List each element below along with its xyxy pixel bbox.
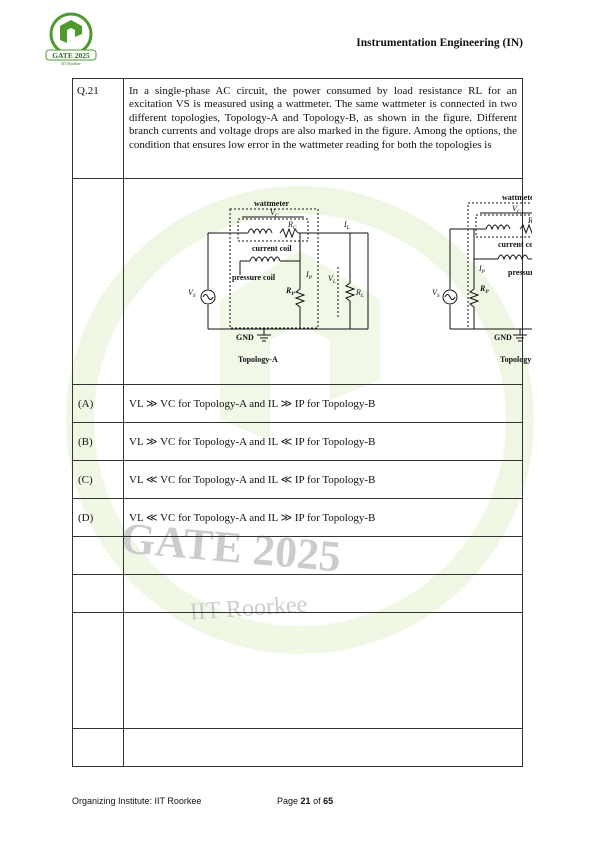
topology-b-label: Topology-B xyxy=(500,355,532,364)
empty-row xyxy=(72,574,523,613)
option-row[interactable]: (B) VL ≫ VC for Topology-A and IL ≪ IP f… xyxy=(72,422,523,461)
rc-label-b: RC xyxy=(527,216,532,227)
rl-resistor-a xyxy=(344,282,356,302)
footer-page-number: Page 21 of 65 xyxy=(277,796,334,806)
current-coil-a xyxy=(247,228,273,235)
paper-title: Instrumentation Engineering (IN) xyxy=(356,37,523,49)
empty-row xyxy=(72,536,523,575)
figure-label-cell xyxy=(72,178,124,385)
vs-label-a: VS xyxy=(188,288,196,299)
circuit-figure: wattmeter VC RC current coil pressure co… xyxy=(188,193,532,364)
logo-text: GATE 2025 xyxy=(52,51,90,60)
rl-label-a: RL xyxy=(355,288,364,299)
current-coil-box-a xyxy=(237,218,309,242)
rp-label-a: RP xyxy=(285,286,295,297)
vc-label-b: VC xyxy=(512,204,521,215)
gnd-label-a: GND xyxy=(236,333,254,342)
rp-resistor-a xyxy=(294,288,306,308)
topology-a-label: Topology-A xyxy=(238,355,278,364)
option-letter: (B) xyxy=(72,422,124,461)
rp-label-b: RP xyxy=(479,284,489,295)
option-text: VL ≫ VC for Topology-A and IL ≫ IP for T… xyxy=(123,384,523,423)
pressure-coil-label-a: pressure coil xyxy=(232,273,276,282)
rc-label-a: RC xyxy=(287,220,297,231)
question-stem: In a single-phase AC circuit, the power … xyxy=(129,85,517,151)
option-row[interactable]: (C) VL ≪ VC for Topology-A and IL ≪ IP f… xyxy=(72,460,523,499)
current-coil-box-b xyxy=(475,214,532,238)
option-row[interactable]: (D) VL ≪ VC for Topology-A and IL ≫ IP f… xyxy=(72,498,523,537)
option-letter: (C) xyxy=(72,460,124,499)
logo-subtext: IIT Roorkee xyxy=(61,61,81,66)
option-text: VL ≪ VC for Topology-A and IL ≫ IP for T… xyxy=(123,498,523,537)
rp-resistor-b xyxy=(468,288,480,308)
current-coil-label-a: current coil xyxy=(252,244,292,253)
gate-logo: GATE 2025 IIT Roorkee xyxy=(45,12,97,66)
vc-label-a: VC xyxy=(270,208,279,219)
empty-row xyxy=(72,728,523,767)
ip-label-a: IP xyxy=(305,270,313,281)
wattmeter-box-b xyxy=(467,202,532,330)
question-text: In a single-phase AC circuit, the power … xyxy=(123,78,523,179)
figure-cell: wattmeter VC RC current coil pressure co… xyxy=(123,178,532,385)
pressure-coil-a xyxy=(249,256,281,263)
ip-label-b: IP xyxy=(478,264,486,275)
vs-label-b: VS xyxy=(432,288,440,299)
source-vs-b xyxy=(442,289,458,305)
pressure-coil-label-b: pressure coil xyxy=(508,268,532,277)
question-number: Q.21 xyxy=(72,78,124,179)
source-vs-a xyxy=(200,289,216,305)
wattmeter-label-a: wattmeter xyxy=(254,199,290,208)
footer-organizer: Organizing Institute: IIT Roorkee xyxy=(72,796,202,806)
rc-resistor-a xyxy=(279,227,299,239)
current-coil-b xyxy=(485,224,511,231)
question-table: Q.21 In a single-phase AC circuit, the p… xyxy=(72,78,532,767)
option-text: VL ≫ VC for Topology-A and IL ≪ IP for T… xyxy=(123,422,523,461)
gnd-label-b: GND xyxy=(494,333,512,342)
option-letter: (A) xyxy=(72,384,124,423)
wattmeter-box-a xyxy=(229,208,319,329)
option-text: VL ≪ VC for Topology-A and IL ≪ IP for T… xyxy=(123,460,523,499)
vl-label-a: VL xyxy=(328,274,336,285)
current-coil-label-b: current coil xyxy=(498,240,532,249)
option-row[interactable]: (A) VL ≫ VC for Topology-A and IL ≫ IP f… xyxy=(72,384,523,423)
option-letter: (D) xyxy=(72,498,124,537)
empty-row xyxy=(72,612,523,729)
il-label-a: IL xyxy=(343,220,350,231)
pressure-coil-b xyxy=(497,254,529,261)
wattmeter-label-b: wattmeter xyxy=(502,193,532,202)
rc-resistor-b xyxy=(519,223,532,235)
